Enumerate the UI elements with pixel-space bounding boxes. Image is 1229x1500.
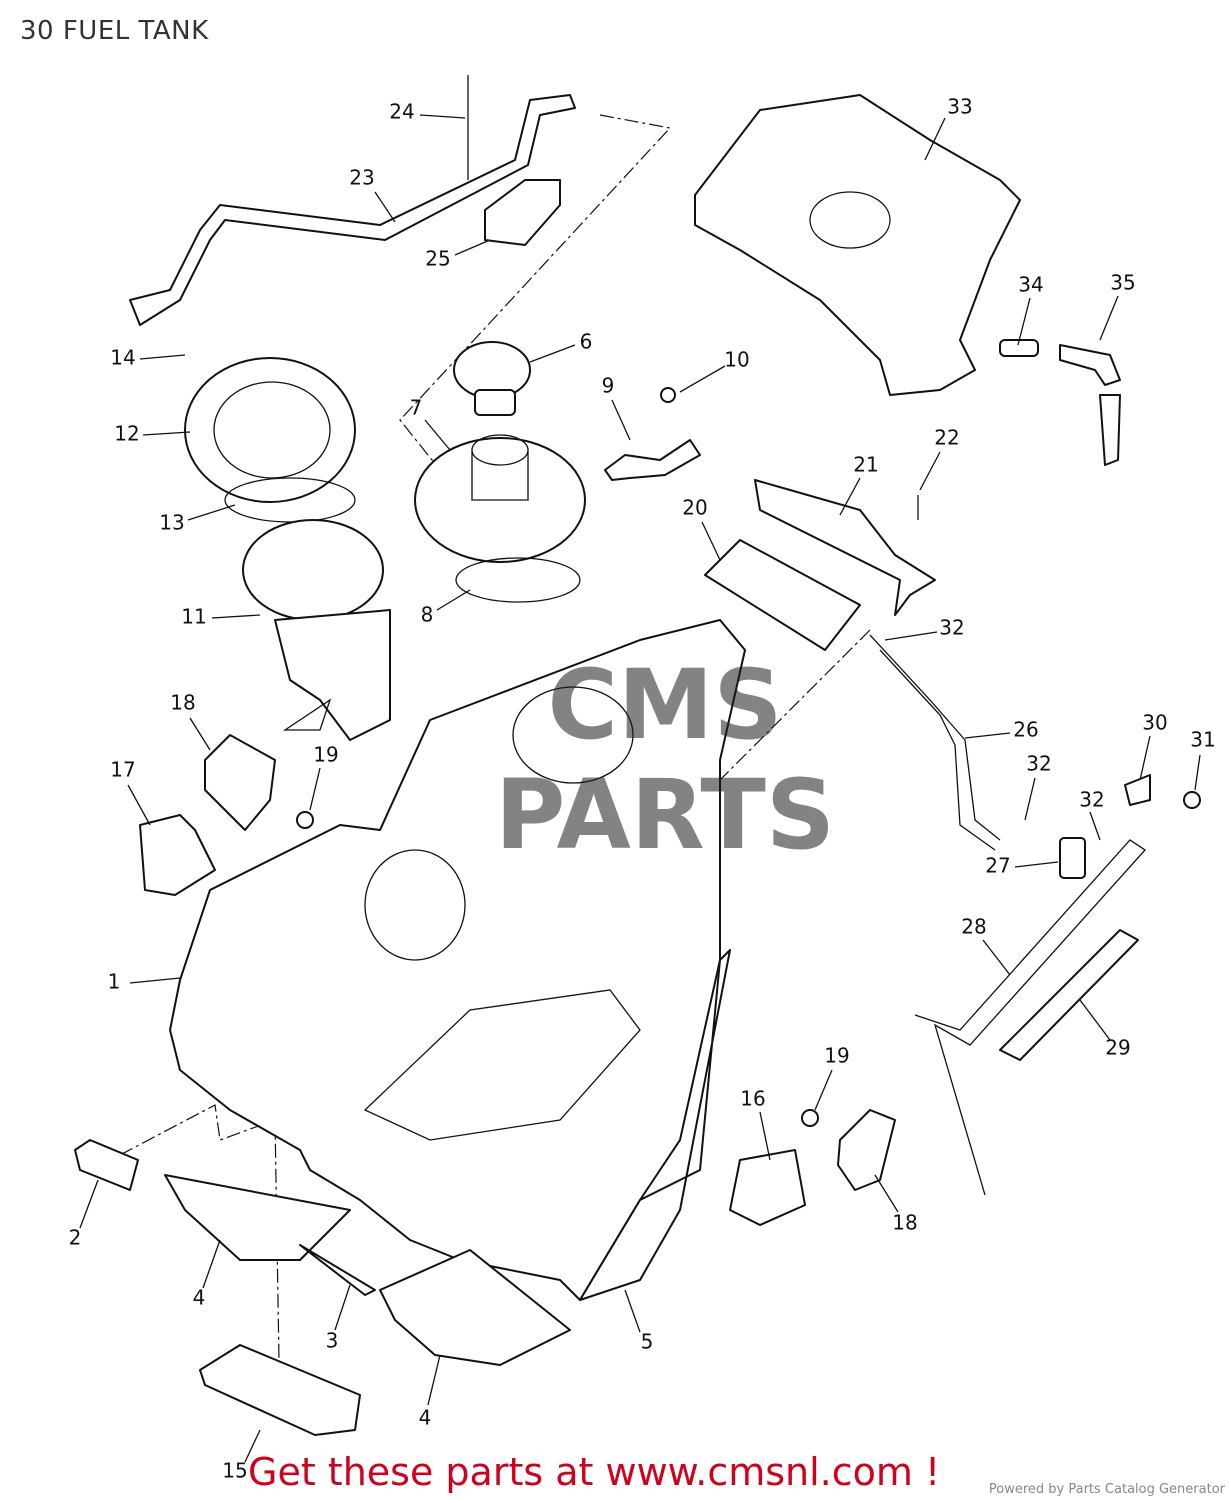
callout-12: 12	[114, 422, 139, 446]
callout-27: 27	[985, 854, 1010, 878]
diagram-title: 30 FUEL TANK	[20, 16, 209, 46]
callout-30: 30	[1142, 711, 1167, 735]
part-23-hose	[129, 94, 576, 326]
part-30-clamp	[1124, 774, 1151, 806]
callout-18: 18	[892, 1211, 917, 1235]
callout-6: 6	[580, 330, 593, 354]
callout-32: 32	[939, 616, 964, 640]
callout-19: 19	[824, 1044, 849, 1068]
callout-32: 32	[1026, 752, 1051, 776]
callout-3: 3	[326, 1329, 339, 1353]
callout-19: 19	[313, 743, 338, 767]
callout-31: 31	[1190, 728, 1215, 752]
callout-4: 4	[419, 1406, 432, 1430]
part-25-holder	[484, 179, 561, 246]
callout-15: 15	[222, 1459, 247, 1483]
callout-28: 28	[961, 915, 986, 939]
callout-10: 10	[724, 348, 749, 372]
part-5-guard	[579, 949, 731, 1301]
part-9-bracket	[604, 439, 701, 481]
callout-34: 34	[1018, 273, 1043, 297]
callout-9: 9	[602, 374, 615, 398]
callout-32: 32	[1079, 788, 1104, 812]
part-33-tank-cover	[694, 94, 1021, 396]
callout-11: 11	[181, 605, 206, 629]
part-4-pad	[379, 1249, 571, 1366]
callout-20: 20	[682, 496, 707, 520]
part-17-bracket	[139, 814, 216, 896]
callout-29: 29	[1105, 1036, 1130, 1060]
callout-22: 22	[934, 426, 959, 450]
callout-1: 1	[108, 970, 121, 994]
callout-18: 18	[170, 691, 195, 715]
part-21-bracket	[754, 479, 936, 616]
powered-by-text: Powered by Parts Catalog Generator	[988, 1482, 1225, 1497]
get-parts-link[interactable]: Get these parts at www.cmsnl.com !	[248, 1450, 941, 1494]
callout-13: 13	[159, 511, 184, 535]
part-20-damper	[704, 539, 861, 651]
part-2-damper	[74, 1139, 139, 1191]
part-16-bracket	[729, 1149, 806, 1226]
callout-5: 5	[641, 1330, 654, 1354]
part-35-hose	[1059, 344, 1121, 386]
part-31-bolt	[1183, 791, 1201, 809]
guide-line	[399, 114, 672, 471]
callout-14: 14	[110, 346, 135, 370]
part-27-valve	[1059, 837, 1086, 879]
callout-26: 26	[1013, 718, 1038, 742]
part-18-damper	[204, 734, 276, 831]
part-29-cover	[999, 929, 1139, 1061]
callout-23: 23	[349, 166, 374, 190]
part-12-ring	[184, 357, 356, 503]
part-15-damper	[199, 1344, 361, 1436]
callout-17: 17	[110, 758, 135, 782]
callout-7: 7	[410, 396, 423, 420]
callout-2: 2	[69, 1226, 82, 1250]
part-11-fuel-pump	[242, 519, 384, 621]
callout-8: 8	[421, 603, 434, 627]
part-3-strip	[299, 1244, 376, 1296]
callout-16: 16	[740, 1087, 765, 1111]
part-18-damper	[837, 1109, 896, 1191]
leader-lines	[79, 114, 1201, 1463]
callout-33: 33	[947, 95, 972, 119]
part-26-hose	[869, 634, 1001, 851]
callout-25: 25	[425, 247, 450, 271]
guide-line	[699, 629, 871, 801]
callout-24: 24	[389, 100, 414, 124]
callout-4: 4	[193, 1286, 206, 1310]
part-4-pad	[164, 1174, 351, 1261]
callout-21: 21	[853, 453, 878, 477]
part-28-hose	[914, 839, 1146, 1196]
callout-35: 35	[1110, 271, 1135, 295]
